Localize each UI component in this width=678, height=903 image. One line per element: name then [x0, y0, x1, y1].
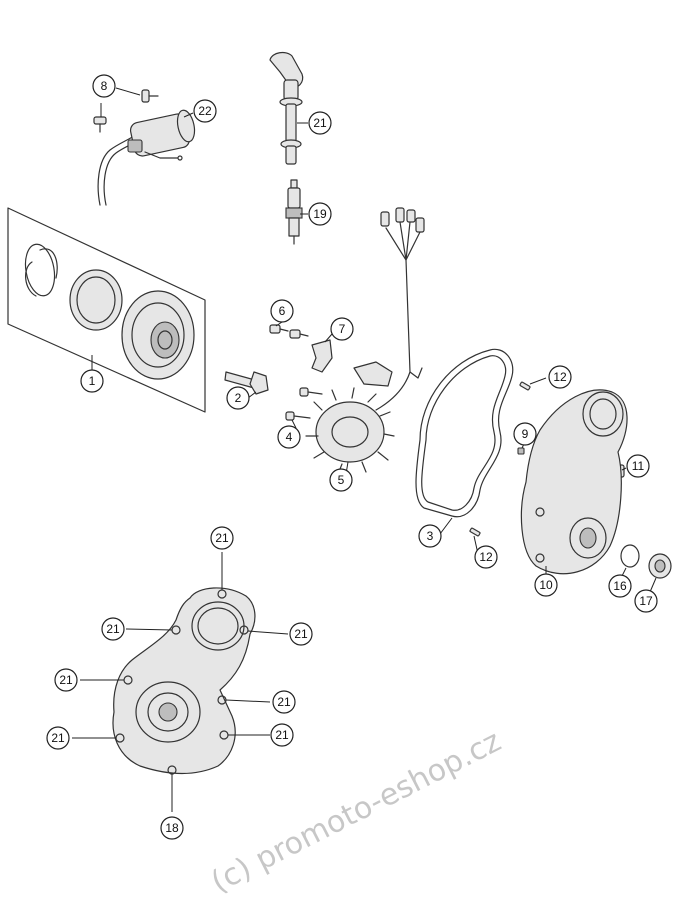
svg-text:21: 21: [294, 627, 308, 641]
svg-text:12: 12: [479, 550, 493, 564]
callout-21d: 21: [54, 668, 78, 692]
leader-16: [621, 567, 627, 577]
callout-12a: 12: [548, 365, 572, 389]
svg-text:3: 3: [427, 529, 434, 543]
svg-text:19: 19: [313, 207, 327, 221]
callout-21c: 21: [289, 622, 313, 646]
dowel-lower: [469, 527, 481, 537]
stator-wiring: [353, 207, 425, 411]
callout-21h: 18: [160, 816, 184, 840]
svg-text:21: 21: [51, 731, 65, 745]
rotor-assembly: [7, 207, 206, 413]
svg-text:21: 21: [106, 622, 120, 636]
callout-6: 6: [270, 299, 294, 323]
svg-text:10: 10: [539, 578, 553, 592]
svg-text:2: 2: [235, 391, 242, 405]
callout-21e: 21: [272, 690, 296, 714]
callout-21g: 21: [270, 723, 294, 747]
svg-text:21: 21: [313, 116, 327, 130]
coil-screw-left: [93, 116, 107, 133]
svg-text:18: 18: [165, 821, 179, 835]
coil-screw-top: [141, 89, 159, 103]
leader-21c: [247, 630, 289, 635]
plug-9: [517, 447, 525, 455]
callout-21b: 21: [101, 617, 125, 641]
callout-5: 5: [329, 468, 353, 492]
svg-text:16: 16: [613, 579, 627, 593]
svg-text:21: 21: [275, 728, 289, 742]
svg-text:21: 21: [59, 673, 73, 687]
callout-10: 10: [534, 573, 558, 597]
callout-12b: 12: [474, 545, 498, 569]
svg-text:9: 9: [522, 427, 529, 441]
cover-cap: [648, 553, 672, 579]
callout-19: 19: [308, 202, 332, 226]
svg-text:11: 11: [632, 459, 645, 473]
ignition-coil: [97, 109, 196, 206]
rotor-bolt: [224, 371, 269, 395]
o-ring: [620, 544, 640, 568]
callout-22: 22: [193, 99, 217, 123]
svg-text:17: 17: [639, 594, 653, 608]
spark-plug: [285, 179, 303, 245]
callout-16: 16: [608, 574, 632, 598]
leader-6: [275, 321, 283, 327]
leader-17: [649, 577, 657, 593]
callout-21a: 21: [210, 526, 234, 550]
callout-9: 9: [513, 422, 537, 446]
svg-text:1: 1: [89, 374, 96, 388]
watermark-text: (c) promoto-eshop.cz: [206, 724, 507, 900]
leader-8: [100, 87, 141, 117]
leader-7: [324, 333, 333, 343]
callout-17: 17: [634, 589, 658, 613]
svg-text:6: 6: [279, 304, 286, 318]
svg-text:21: 21: [277, 695, 291, 709]
ignition-cover: [520, 389, 628, 575]
svg-text:8: 8: [101, 79, 108, 93]
leader-3: [439, 517, 453, 535]
svg-text:21: 21: [215, 531, 229, 545]
leader-4: [291, 419, 297, 429]
callout-18: 21: [308, 111, 332, 135]
callout-1: 1: [80, 369, 104, 393]
dowel-upper: [519, 381, 531, 391]
callout-4: 4: [277, 425, 301, 449]
lower-cover: [112, 587, 256, 775]
callout-7: 7: [330, 317, 354, 341]
callout-8: 8: [92, 74, 116, 98]
callout-11: 11: [626, 454, 650, 478]
leader-12a: [529, 377, 547, 385]
screws-6: [269, 324, 309, 339]
callout-3: 3: [418, 524, 442, 548]
leader-11: [621, 467, 627, 471]
callout-21f: 21: [46, 726, 70, 750]
svg-text:5: 5: [338, 473, 345, 487]
cover-gasket: [415, 348, 514, 518]
leader-22: [183, 112, 194, 118]
svg-text:22: 22: [198, 104, 212, 118]
leader-21b: [125, 628, 173, 631]
callout-2: 2: [226, 386, 250, 410]
svg-text:12: 12: [553, 370, 567, 384]
bracket-7: [311, 339, 333, 373]
svg-text:7: 7: [339, 322, 346, 336]
screws-4: [285, 387, 323, 421]
stator: [305, 387, 395, 475]
leader-21e: [225, 699, 271, 703]
svg-text:4: 4: [286, 430, 293, 444]
spark-plug-cap: [269, 51, 304, 165]
